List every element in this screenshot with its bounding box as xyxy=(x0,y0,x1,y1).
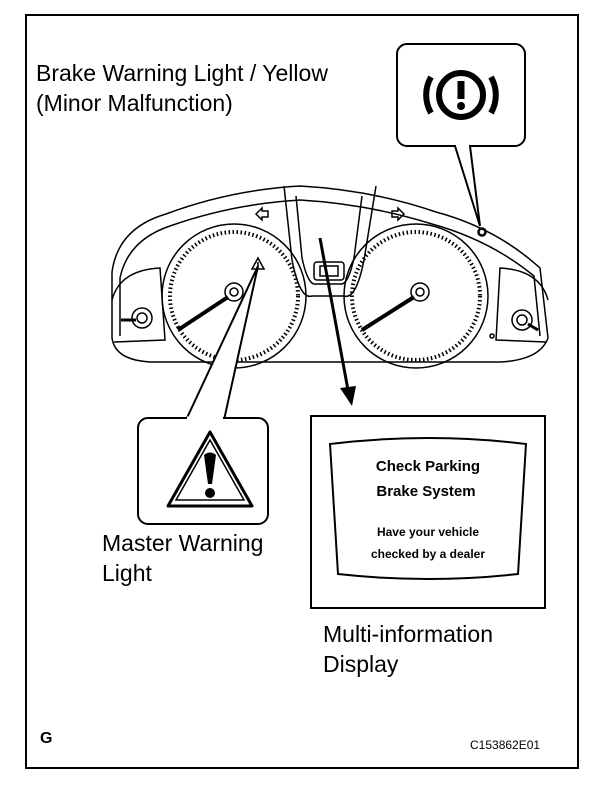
diagram-frame xyxy=(25,14,579,769)
multi-info-display: Check Parking Brake System Have your veh… xyxy=(310,415,546,609)
pointer-arrow xyxy=(318,237,356,406)
display-line-1: Check Parking xyxy=(376,458,480,475)
master-warning-label: Master Warning Light xyxy=(102,530,264,586)
brake-warning-label: Brake Warning Light / Yellow (Minor Malf… xyxy=(36,60,328,116)
instrument-cluster xyxy=(111,185,549,369)
display-line-2: Brake System xyxy=(376,483,475,500)
corner-letter: G xyxy=(40,730,53,747)
brake-warning-icon xyxy=(423,70,499,120)
multi-info-label: Multi-information Display xyxy=(323,621,493,677)
display-line-3: Have your vehicle xyxy=(377,525,479,539)
display-line-4: checked by a dealer xyxy=(371,547,485,561)
master-warning-icon xyxy=(166,430,254,508)
figure-code: C153862E01 xyxy=(470,738,541,752)
